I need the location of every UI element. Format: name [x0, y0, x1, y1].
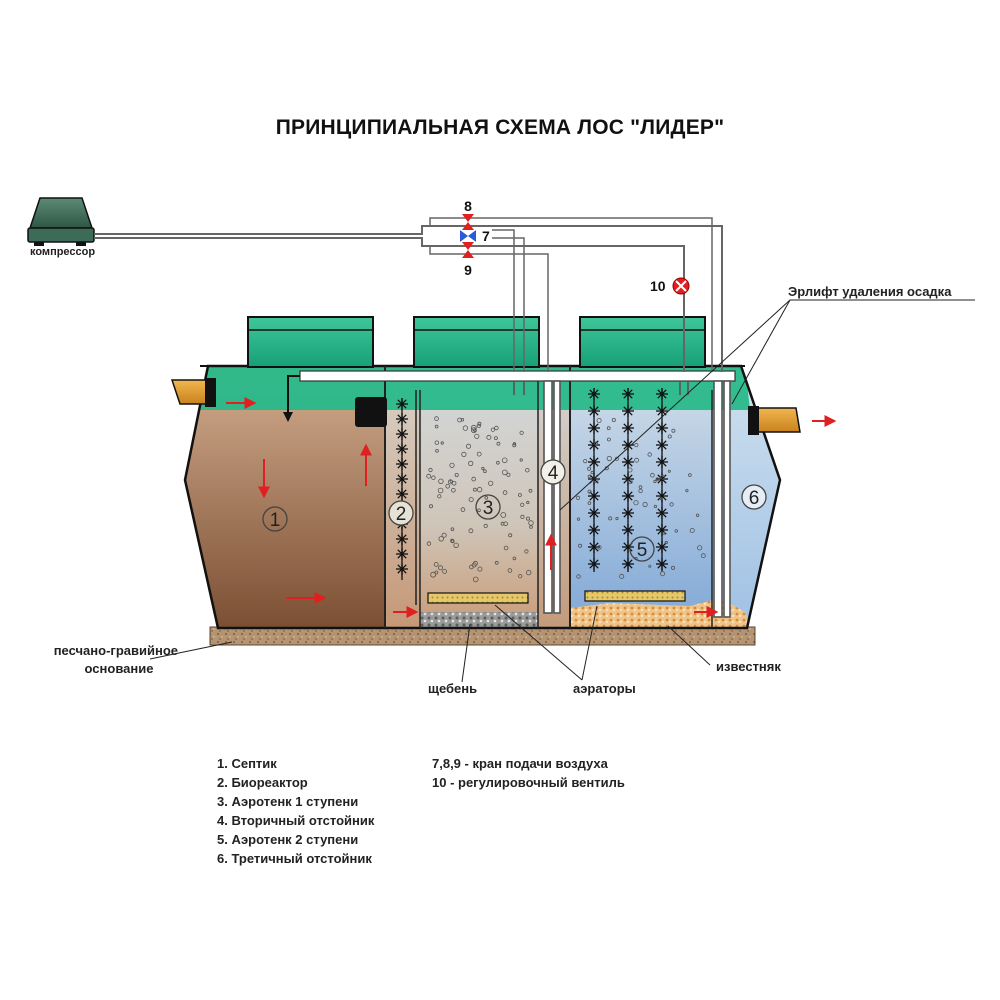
- aerator-1: [427, 592, 529, 604]
- valve-8-label: 8: [464, 198, 472, 214]
- overflow-box: [355, 397, 387, 427]
- inlet-pipe: [170, 378, 216, 407]
- gravel-layer: [420, 612, 538, 628]
- inlet-tee: [283, 375, 300, 422]
- valve-10-icon: [672, 277, 690, 295]
- airlift-label: Эрлифт удаления осадка: [788, 284, 952, 299]
- valve-10-label: 10: [650, 278, 666, 294]
- legend-chambers: 1. Септик 2. Биореактор 3. Аэротенк 1 ст…: [217, 754, 374, 868]
- compressor: [27, 197, 95, 246]
- legend-item: 4. Вторичный отстойник: [217, 813, 375, 828]
- hatch-lids: [247, 316, 706, 368]
- chamber-markers: 1 2 3 4 5 6: [262, 459, 767, 562]
- sand-base-label-line1: песчано-гравийное: [53, 643, 178, 658]
- top-air-pipe: [299, 370, 736, 382]
- sand-base-label: песчано-гравийное основание: [40, 642, 178, 678]
- legend-item: 3. Аэротенк 1 ступени: [217, 794, 359, 809]
- tank-interior: [185, 366, 780, 628]
- airlift-pipes: [513, 380, 731, 618]
- legend-item: 2. Биореактор: [217, 775, 308, 790]
- sand-base-label-line2: основание: [84, 661, 154, 676]
- gravel-label: щебень: [428, 681, 478, 696]
- compressor-label: компрессор: [30, 246, 96, 258]
- aero2-loading-brushes: [588, 388, 668, 572]
- valve-8-icon: [462, 214, 474, 230]
- legend-item: 5. Аэротенк 2 ступени: [217, 832, 359, 847]
- aerator-2: [584, 590, 686, 602]
- legend-item: 7,8,9 - кран подачи воздуха: [432, 756, 608, 771]
- limestone-layer: [570, 598, 750, 628]
- valve-9-icon: [462, 242, 474, 258]
- valve-7-icon: [460, 230, 476, 242]
- aerators-label: аэраторы: [573, 681, 636, 696]
- legend-item: 10 - регулировочный вентиль: [432, 775, 625, 790]
- flow-arrows: [226, 397, 837, 618]
- chamber-1-number: 1: [270, 510, 281, 531]
- legend-item: 1. Септик: [217, 756, 277, 771]
- chamber-2-number: 2: [396, 504, 407, 525]
- page-title: ПРИНЦИПИАЛЬНАЯ СХЕМА ЛОС "ЛИДЕР": [275, 116, 725, 139]
- chamber-6-number: 6: [749, 488, 760, 509]
- chamber-4-number: 4: [548, 463, 559, 484]
- callout-lines: [149, 299, 975, 683]
- limestone-label: известняк: [716, 659, 781, 674]
- legend-item: 6. Третичный отстойник: [217, 851, 372, 866]
- chamber-5-number: 5: [637, 540, 648, 561]
- legend-valves: 7,8,9 - кран подачи воздуха 10 - регулир…: [432, 754, 625, 792]
- chamber-3-number: 3: [483, 498, 494, 519]
- bio-loading-brushes: [396, 398, 408, 580]
- outlet-pipe: [748, 406, 801, 435]
- sand-gravel-base: [209, 626, 756, 646]
- valve-7-label: 7: [482, 228, 490, 244]
- valve-9-label: 9: [464, 262, 472, 278]
- aeration-bubbles: [426, 416, 706, 583]
